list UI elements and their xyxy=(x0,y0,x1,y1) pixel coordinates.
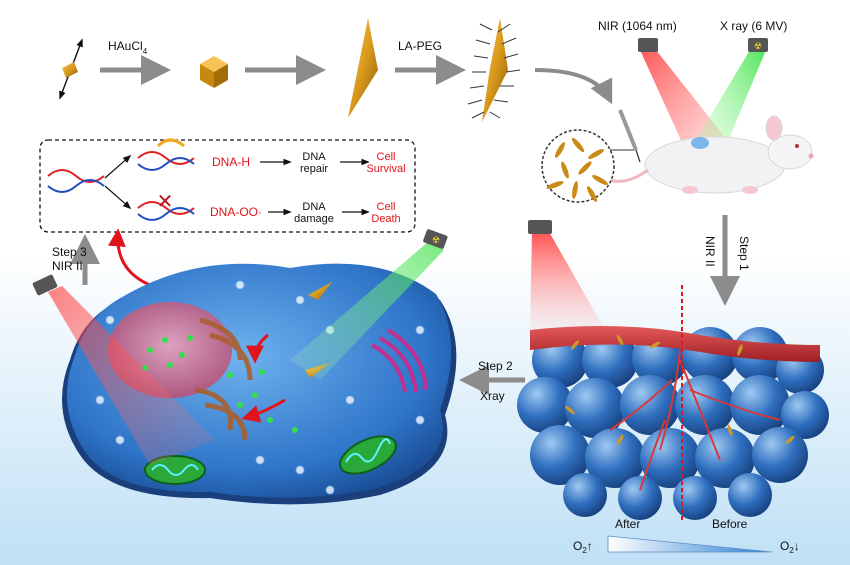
golgi-apparatus xyxy=(371,328,428,393)
label-cell-survival-1: Cell xyxy=(377,151,396,163)
nanoparticle-top xyxy=(308,282,332,300)
label-after: After xyxy=(615,517,640,531)
nir-laser-head xyxy=(638,38,658,52)
nanoparticle-zoom-circle xyxy=(541,129,634,203)
label-xray-6mv: X ray (6 MV) xyxy=(720,19,787,33)
mitochondrion-2 xyxy=(339,435,397,475)
cell-radiation-icon: ☢ xyxy=(432,235,440,245)
gold-nanospike xyxy=(348,18,378,118)
label-dna-h: DNA-H xyxy=(212,155,250,169)
label-before: Before xyxy=(712,517,748,531)
reagent-haucl4: HAuCl4 xyxy=(108,39,148,56)
label-nir-1064: NIR (1064 nm) xyxy=(598,19,677,33)
arrow-to-injection xyxy=(534,68,613,105)
mitochondrion-1 xyxy=(144,455,206,485)
label-cell-survival-2: Survival xyxy=(366,163,405,175)
dna-source-strand xyxy=(47,169,105,193)
endoplasmic-reticulum xyxy=(194,317,253,441)
label-cell-death-2: Death xyxy=(371,213,400,225)
tumor-laser-head xyxy=(528,220,552,234)
label-step2: Step 2 xyxy=(478,359,513,373)
xray-beam xyxy=(690,50,766,160)
cell-laser-head xyxy=(32,274,58,296)
radiation-icon: ☢ xyxy=(754,41,762,51)
oxygen-gradient: After Before O2↑ O2↓ xyxy=(573,517,800,555)
xray-source-head xyxy=(748,38,768,52)
peg-coated-spike xyxy=(467,18,521,122)
gold-cube xyxy=(200,56,228,88)
capillaries xyxy=(609,349,781,491)
label-step1-nir: NIR II xyxy=(703,236,717,267)
reagent-la-peg: LA-PEG xyxy=(398,39,442,53)
arrow-to-dna-h xyxy=(104,154,132,179)
label-step1: Step 1 xyxy=(737,236,751,271)
vesicles xyxy=(95,280,425,495)
arrow-red-inside-2 xyxy=(241,398,286,423)
dna-mechanism-box: DNA-H DNA repair Cell Survival ✕ DNA-OO·… xyxy=(39,138,416,233)
seed-particle xyxy=(59,38,83,100)
syringe xyxy=(618,109,641,163)
cell-xray-head xyxy=(423,229,448,249)
label-o2-left: O2↑ xyxy=(573,539,593,555)
label-dna-damage-1: DNA xyxy=(302,201,326,213)
mouse-illustration xyxy=(599,115,814,194)
label-step3-nir: NIR II xyxy=(52,259,83,273)
tumor-nanoparticles xyxy=(565,334,795,446)
irradiation-panel: NIR (1064 nm) X ray (6 MV) ☢ xyxy=(541,19,814,203)
label-step2-xray: Xray xyxy=(480,389,505,403)
step-labels: Step 3 NIR II Step 1 NIR II Step 2 Xray xyxy=(52,215,751,403)
arrow-red-inside xyxy=(246,333,269,364)
label-dna-damage-2: damage xyxy=(294,213,334,225)
blood-vessel xyxy=(530,326,820,362)
label-dna-repair-1: DNA xyxy=(302,151,326,163)
arrow-to-dna-oo xyxy=(104,185,132,210)
oxygen-wedge xyxy=(607,535,773,553)
arrow-cell-to-dna xyxy=(107,228,151,287)
tumor-tissue xyxy=(517,220,829,520)
cell-nir-beam xyxy=(48,286,215,465)
dna-damaged-strand xyxy=(137,201,195,221)
synthesis-row: HAuCl4 LA-PEG xyxy=(59,18,613,122)
label-o2-right: O2↓ xyxy=(780,539,800,555)
label-dna-repair-2: repair xyxy=(300,163,328,175)
tumor-nir-beam xyxy=(530,230,605,330)
dna-intact-strand xyxy=(137,138,195,171)
label-cell-death-1: Cell xyxy=(377,201,396,213)
cross-mark-icon: ✕ xyxy=(157,191,174,213)
label-step3: Step 3 xyxy=(52,245,87,259)
label-dna-oo: DNA-OO· xyxy=(210,205,262,219)
cell-xray-beam xyxy=(290,242,444,380)
